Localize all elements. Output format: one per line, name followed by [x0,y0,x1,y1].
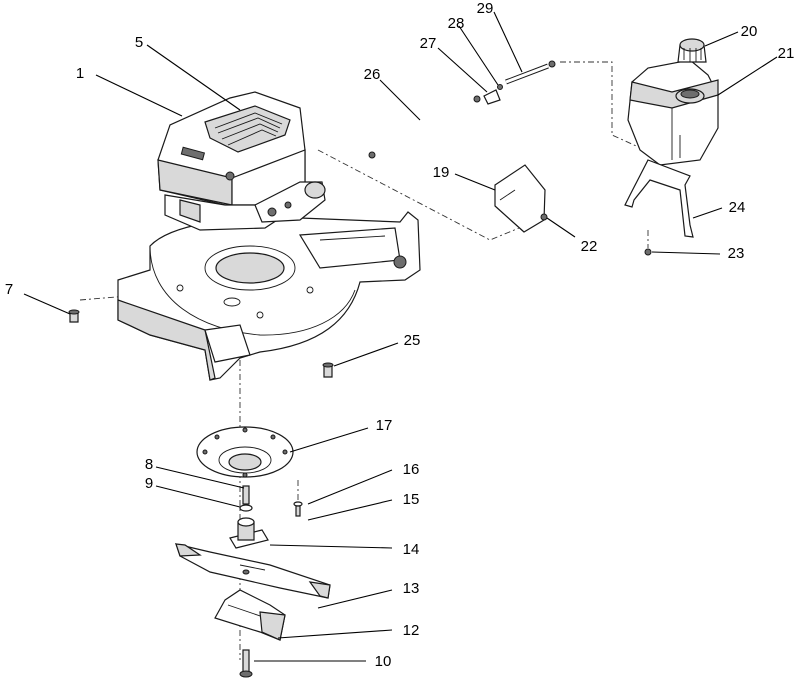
callout-29: 29 [477,0,494,17]
callout-10: 10 [375,653,392,670]
mower-blade [175,543,331,599]
callout-19: 19 [433,164,450,181]
callout-7: 7 [5,281,13,298]
callout-8: 8 [145,456,153,473]
fuel-line-assembly [368,60,556,159]
fuel-tank [627,59,719,166]
callout-9: 9 [145,475,153,492]
callout-24: 24 [729,199,746,216]
callout-22: 22 [581,238,598,255]
callout-27: 27 [420,35,437,52]
callout-13: 13 [403,580,420,597]
blade-bolt [239,649,253,678]
engine [157,91,326,231]
callout-28: 28 [448,15,465,32]
deck-screws [68,309,334,378]
callout-12: 12 [403,622,420,639]
callout-25: 25 [404,332,421,349]
callout-23: 23 [728,245,745,262]
callout-26: 26 [364,66,381,83]
mulching-blade [214,589,286,641]
callout-15: 15 [403,491,420,508]
mower-deck [117,211,421,381]
callout-21: 21 [778,45,795,62]
bracket-19 [494,164,548,233]
callout-14: 14 [403,541,420,558]
blade-adapter [229,517,269,549]
callout-5: 5 [135,34,143,51]
fuel-cap [677,38,707,63]
callout-16: 16 [403,461,420,478]
small-hardware [239,485,303,517]
callout-labels: 1 5 7 8 9 10 12 13 14 15 16 17 19 20 21 … [5,0,795,670]
blade-plate [196,426,294,478]
callout-20: 20 [741,23,758,40]
leader-lines [23,11,778,662]
callout-17: 17 [376,417,393,434]
callout-1: 1 [76,65,84,82]
tank-bracket [624,159,694,256]
